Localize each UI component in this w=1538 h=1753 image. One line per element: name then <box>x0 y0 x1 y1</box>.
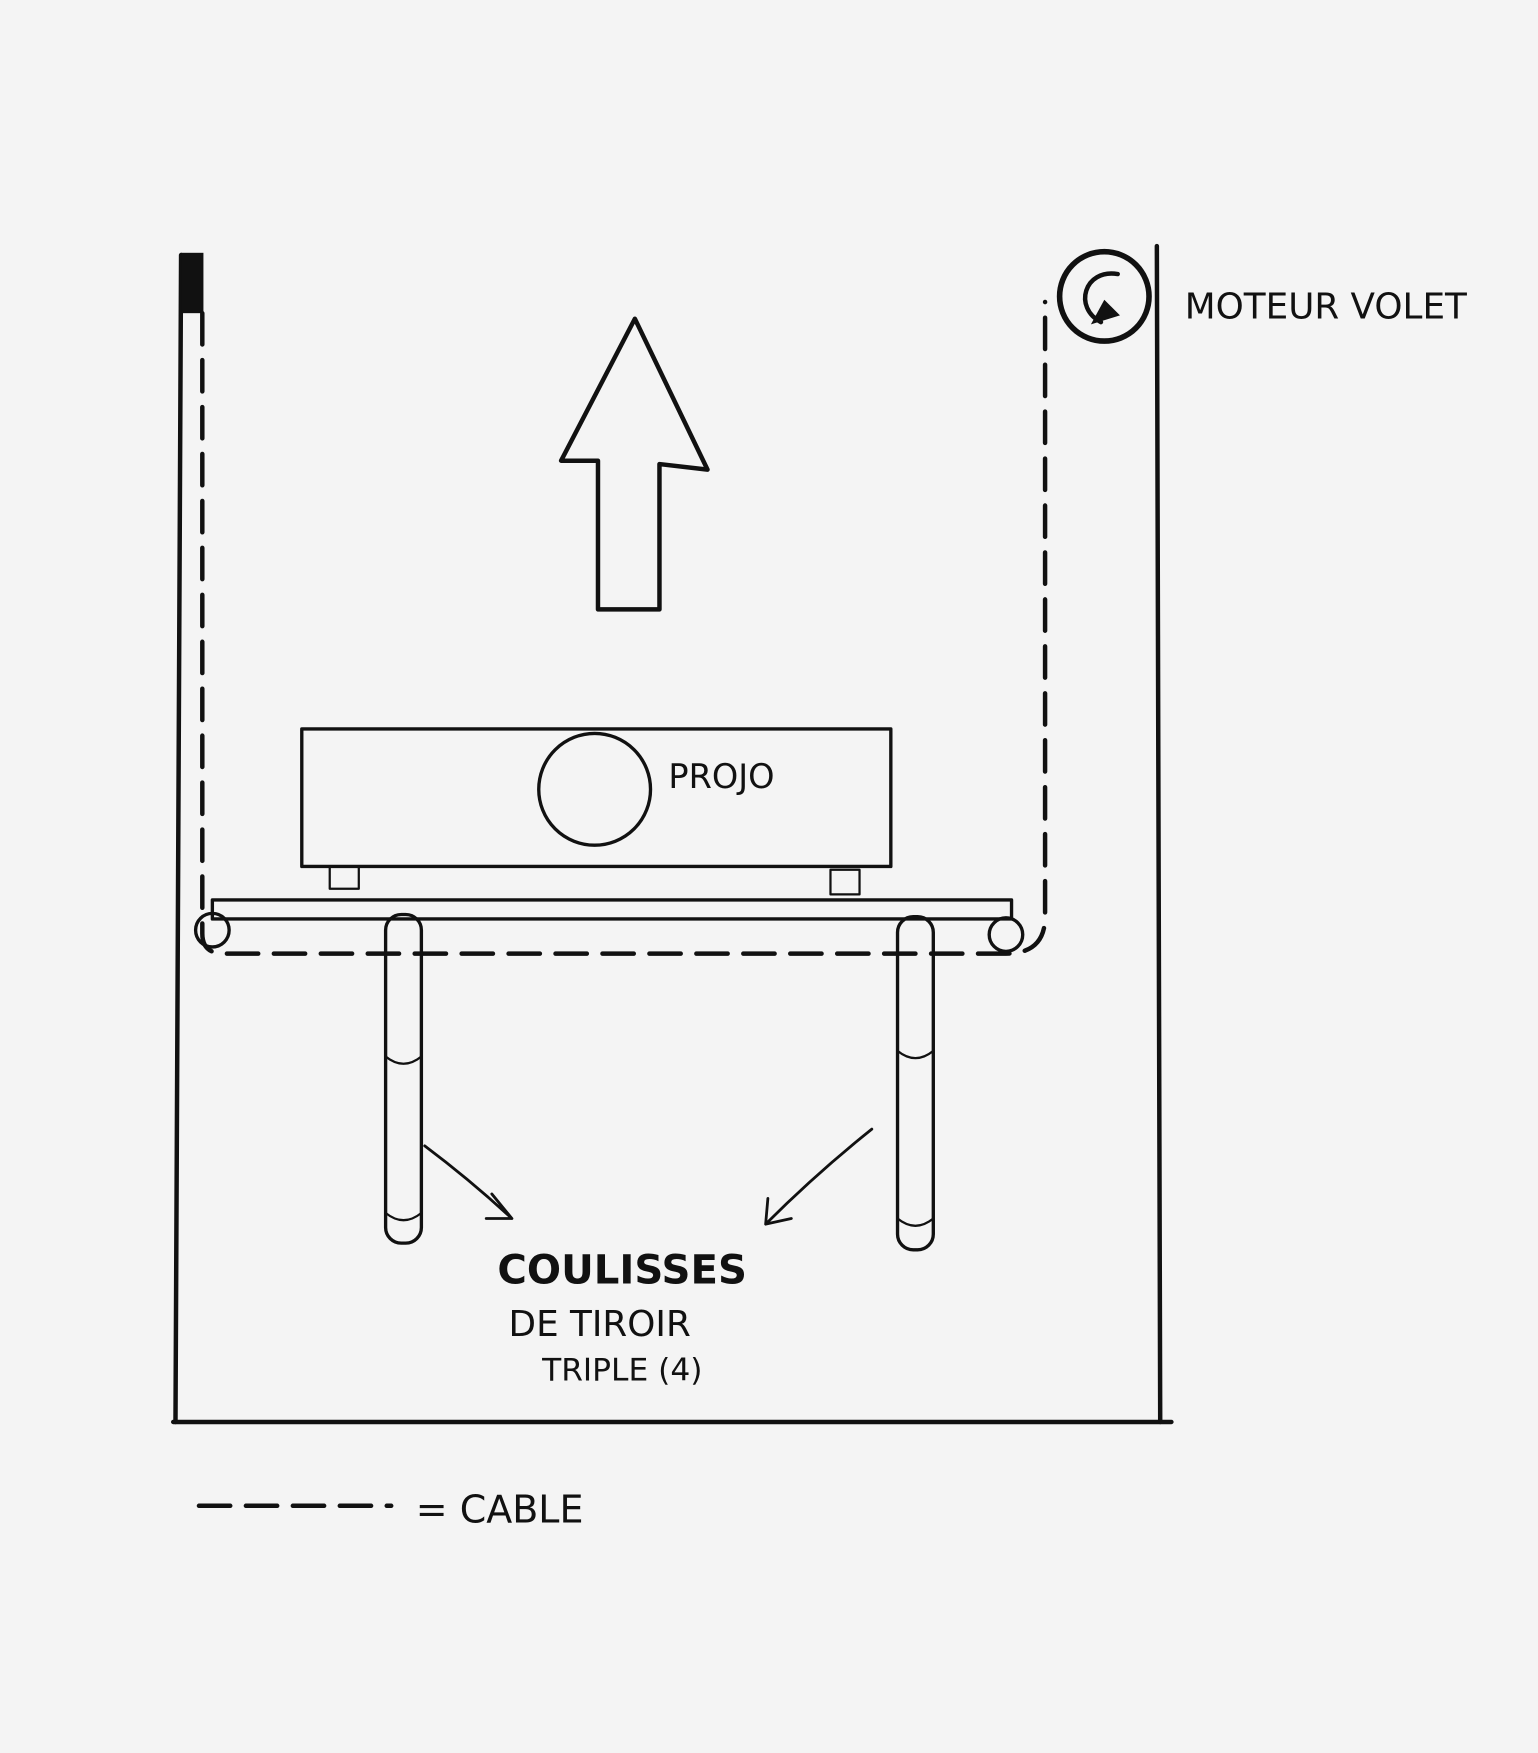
left-slide <box>383 912 424 1245</box>
slides-label-line1: COULISSES <box>497 1247 747 1293</box>
left-roller-icon <box>193 911 231 949</box>
projector-lens-icon <box>537 731 653 847</box>
cable <box>200 299 1048 956</box>
pointer-arrow-icon <box>423 1144 514 1220</box>
projector: PROJO <box>300 727 893 896</box>
right-slide <box>895 915 935 1252</box>
platform <box>193 898 1025 954</box>
motor: MOTEUR VOLET <box>1056 248 1467 344</box>
left-wall <box>173 252 184 1425</box>
right-roller-icon <box>987 916 1025 954</box>
legend-label: = CABLE <box>416 1488 584 1532</box>
drawer-slides: COULISSES DE TIROIR TRIPLE (4) <box>383 912 935 1389</box>
cable-anchor <box>181 252 204 314</box>
motor-pulley-icon <box>1056 248 1152 344</box>
right-wall <box>1154 243 1163 1425</box>
cable-path <box>200 299 1048 956</box>
motor-label: MOTEUR VOLET <box>1185 287 1467 328</box>
legend: = CABLE <box>196 1488 584 1532</box>
pointer-arrow-icon <box>764 1127 874 1226</box>
slide-joint <box>896 1049 935 1227</box>
projector-foot <box>829 868 861 896</box>
slides-label-line3: TRIPLE (4) <box>541 1353 702 1389</box>
platform-shelf <box>210 898 1014 921</box>
cabinet-frame <box>171 243 1174 1425</box>
slide-joint <box>384 1055 423 1222</box>
rotation-arrowhead-icon <box>1090 299 1120 325</box>
rotation-arrow-icon <box>1082 271 1120 325</box>
projector-label: PROJO <box>668 757 774 796</box>
up-arrow-icon <box>558 316 710 612</box>
projector-body <box>300 727 893 869</box>
projector-foot <box>328 865 360 890</box>
slides-label-line2: DE TIROIR <box>509 1304 691 1345</box>
